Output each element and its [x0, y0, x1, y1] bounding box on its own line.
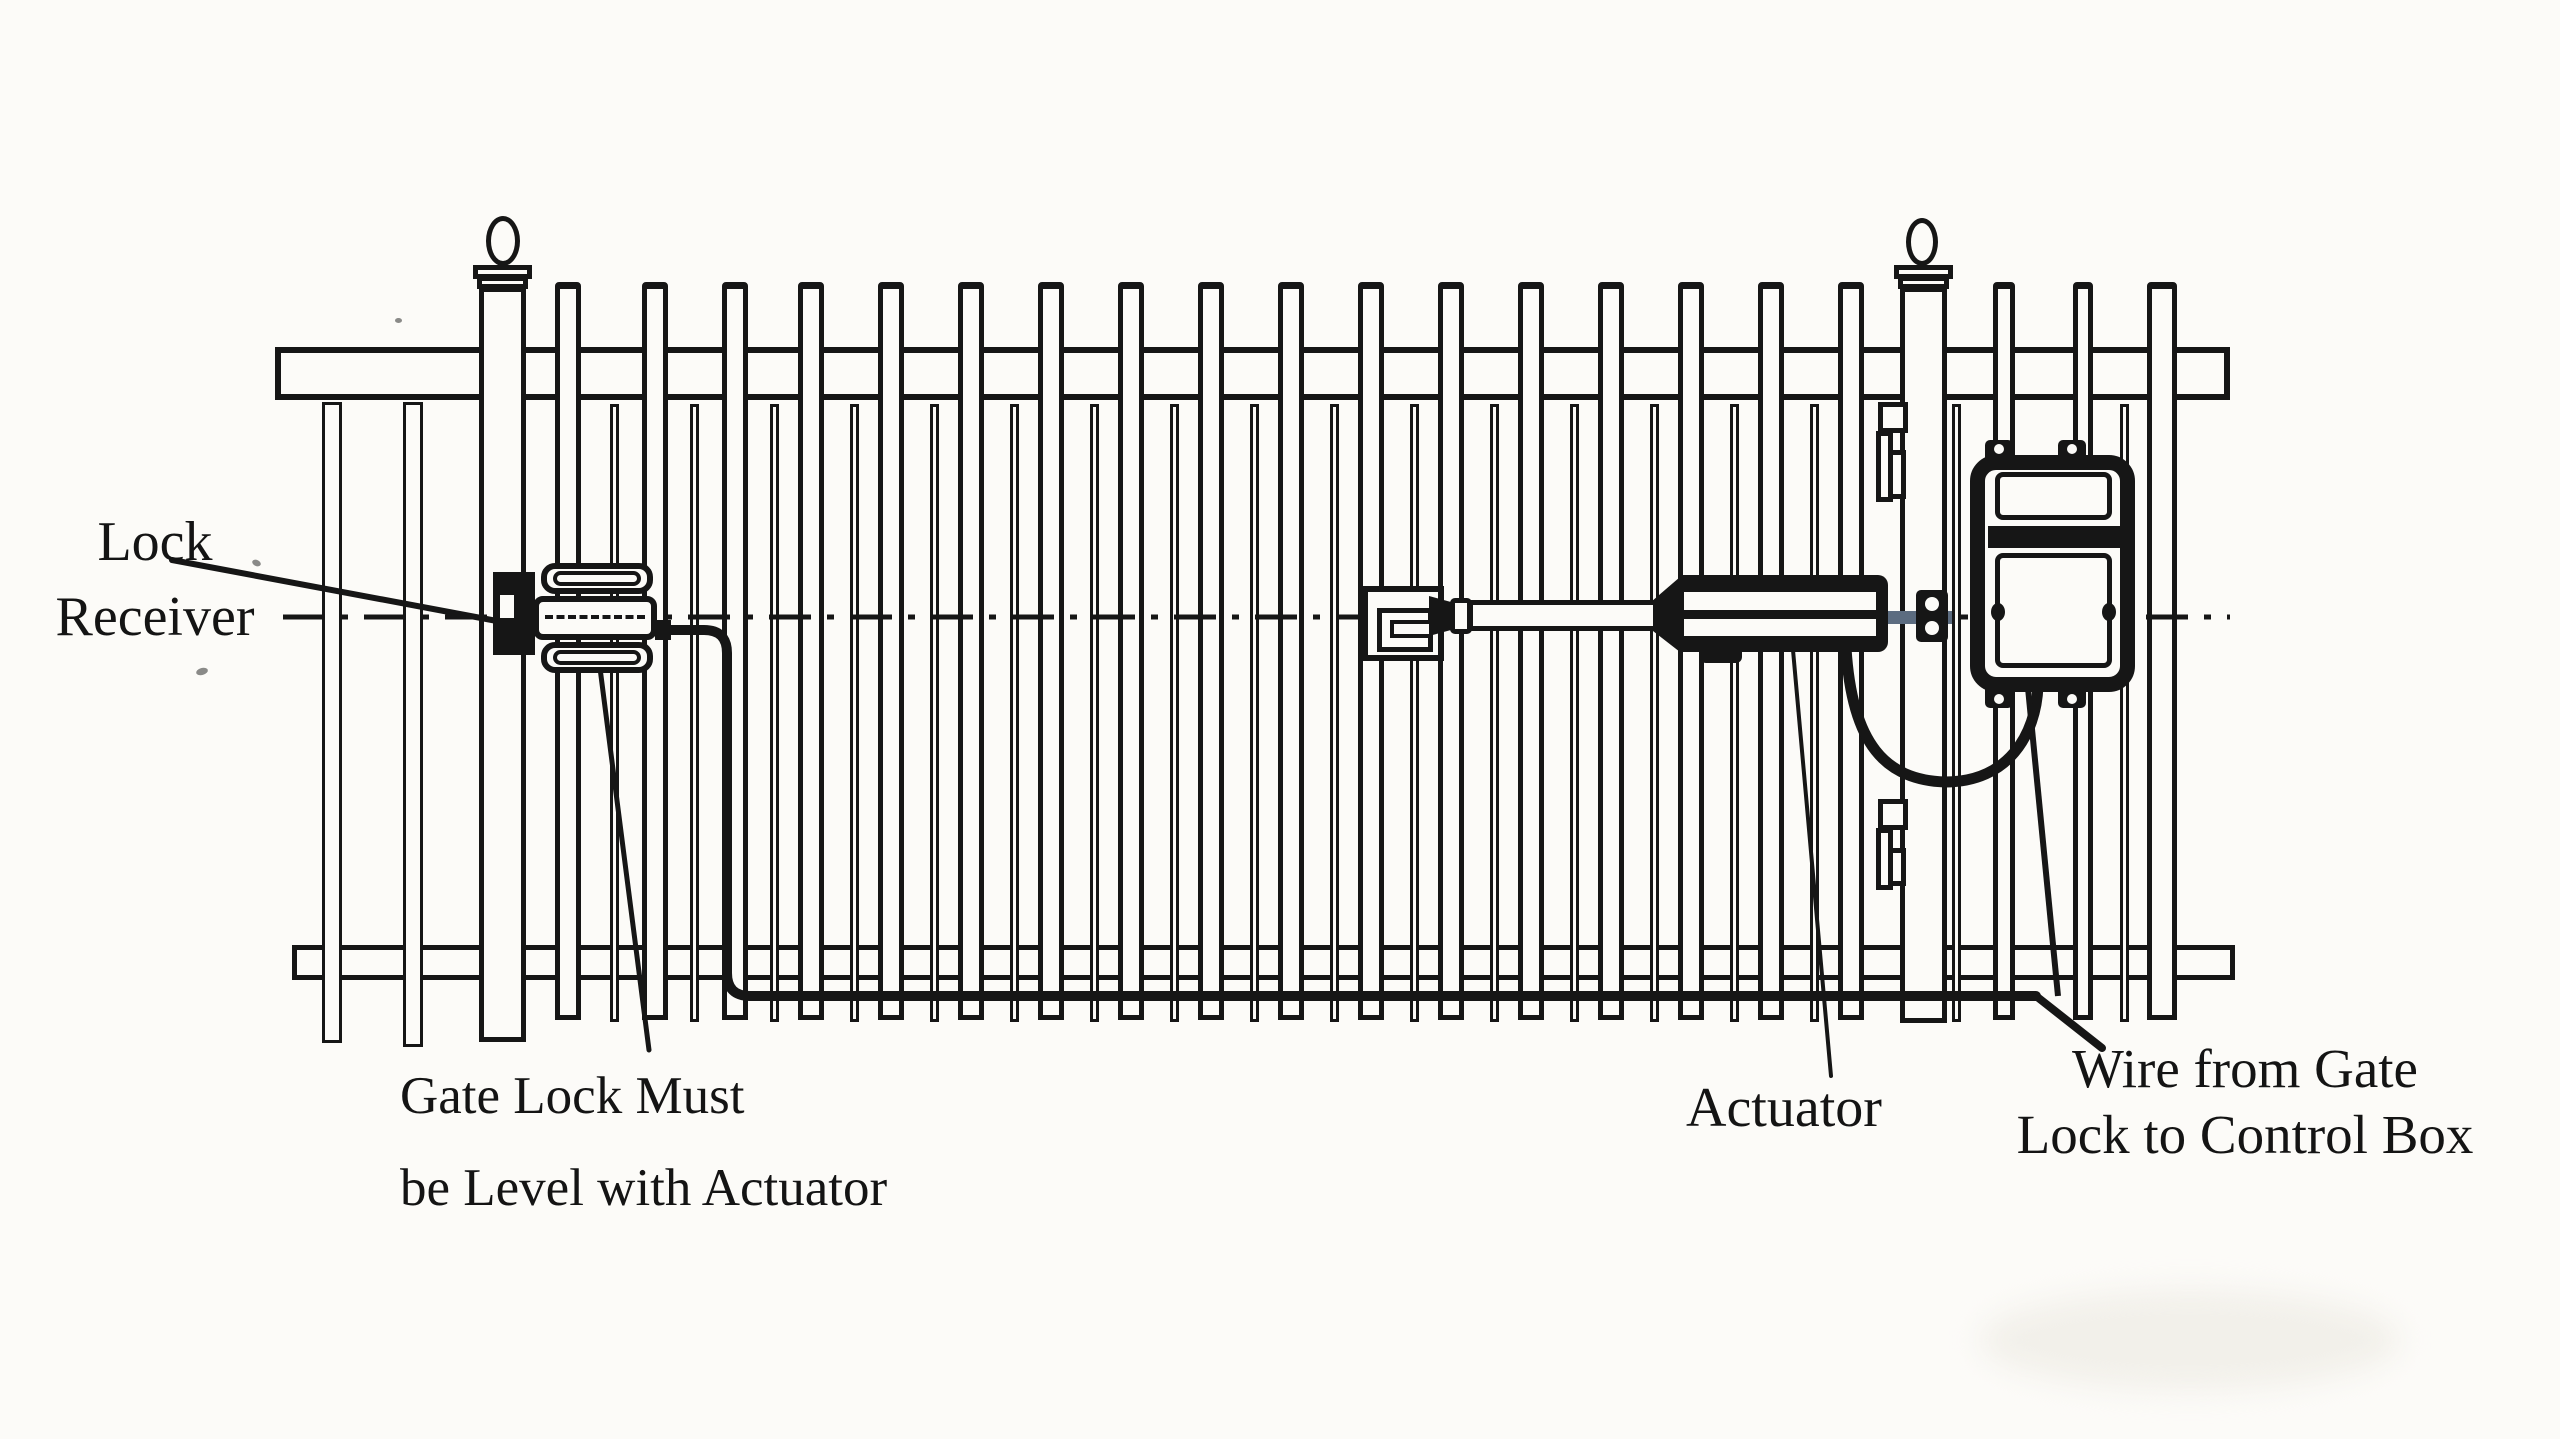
paper-smudge — [1980, 1290, 2400, 1390]
gate-picket — [1118, 282, 1144, 1020]
lock-receiver-flange-top-slot — [553, 571, 641, 586]
left-section-picket — [322, 402, 342, 1043]
actuator-label-leader — [1791, 648, 1833, 1078]
tab-bolt-top-right — [2067, 444, 2077, 454]
tab-bolt-top-left — [1994, 444, 2004, 454]
back-picket-bar — [610, 404, 619, 1022]
back-picket-bar — [1650, 404, 1659, 1022]
back-picket-bar — [770, 404, 779, 1022]
back-picket-bar — [1410, 404, 1419, 1022]
back-picket-bar — [690, 404, 699, 1022]
actuator-to-box-wire — [1840, 642, 2044, 788]
gate-hinge-top-a — [1878, 402, 1908, 433]
mount-bolt-top — [1925, 597, 1939, 611]
left-post-ball-finial — [486, 216, 520, 266]
gate-hinge-bottom-a — [1878, 799, 1908, 830]
back-picket-bar — [930, 404, 939, 1022]
wire-label-leader — [2032, 992, 2106, 1052]
label-wire-note-line2: Lock to Control Box — [2016, 1104, 2474, 1165]
label-gate-lock-note: Gate Lock Must be Level with Actuator — [400, 1050, 887, 1234]
back-picket-bar — [1090, 404, 1099, 1022]
back-picket-bar — [1810, 404, 1819, 1022]
gate-bracket-hook-slot — [1390, 620, 1433, 638]
back-picket-bar — [1250, 404, 1259, 1022]
label-lock-receiver-line1: Lock — [97, 511, 213, 573]
back-picket-bar — [2120, 404, 2129, 1022]
panel-screw-right — [2102, 603, 2116, 621]
right-post-ball-finial — [1906, 218, 1938, 266]
back-picket-bar — [1730, 404, 1739, 1022]
control-box-band — [1988, 526, 2120, 548]
label-gate-lock-note-line2: be Level with Actuator — [400, 1159, 888, 1217]
tab-bolt-bottom-right — [2067, 694, 2077, 704]
control-box-panel — [1995, 553, 2112, 668]
gate-picket — [1518, 282, 1544, 1020]
left-section-picket — [403, 402, 423, 1047]
back-picket-bar — [1490, 404, 1499, 1022]
label-lock-receiver-line2: Receiver — [55, 586, 255, 648]
gate-lock-note-leader — [597, 665, 652, 1053]
back-picket-bar — [1330, 404, 1339, 1022]
box-drop-wire — [2025, 687, 2061, 997]
right-section-picket — [2147, 282, 2177, 1020]
actuator-body-stripe — [1684, 610, 1876, 619]
control-box-lid — [1995, 472, 2112, 520]
actuator-foot — [1700, 650, 1742, 663]
gate-lock-wire — [655, 625, 2041, 1001]
lock-receiver-flange-bottom-slot — [553, 650, 641, 665]
label-actuator: Actuator — [1686, 1077, 1882, 1139]
left-post-cap-lower — [477, 276, 528, 289]
actuator-extension-rod — [1468, 600, 1660, 631]
right-post-cap-lower — [1898, 276, 1949, 289]
gate-hinge-top-c — [1888, 450, 1906, 499]
gate-picket — [1278, 282, 1304, 1020]
gate-picket — [798, 282, 824, 1020]
lock-receiver-wire-nub — [655, 620, 671, 640]
back-picket-bar — [1952, 404, 1961, 1022]
mount-bolt-bottom — [1925, 621, 1939, 635]
lock-receiver-center-dash — [545, 615, 645, 619]
back-picket-bar — [850, 404, 859, 1022]
label-wire-note-line1: Wire from Gate — [2072, 1038, 2418, 1099]
label-lock-receiver: Lock Receiver — [30, 505, 280, 655]
gate-picket — [878, 282, 904, 1020]
gate-hinge-bottom-c — [1888, 848, 1906, 886]
tab-bolt-bottom-left — [1994, 694, 2004, 704]
label-wire-note: Wire from Gate Lock to Control Box — [1965, 1036, 2525, 1168]
back-picket-bar — [1170, 404, 1179, 1022]
panel-screw-left — [1991, 603, 2005, 621]
gate-picket — [1598, 282, 1624, 1020]
gate-picket — [1038, 282, 1064, 1020]
gate-picket — [958, 282, 984, 1020]
left-post — [479, 287, 526, 1042]
gate-picket — [1198, 282, 1224, 1020]
label-gate-lock-note-line1: Gate Lock Must — [400, 1067, 745, 1125]
lock-receiver-leader — [169, 557, 500, 624]
paper-speck-2 — [395, 318, 402, 323]
back-picket-bar — [1570, 404, 1579, 1022]
lock-receiver-bracket-notch — [500, 595, 514, 618]
back-picket-bar — [1010, 404, 1019, 1022]
